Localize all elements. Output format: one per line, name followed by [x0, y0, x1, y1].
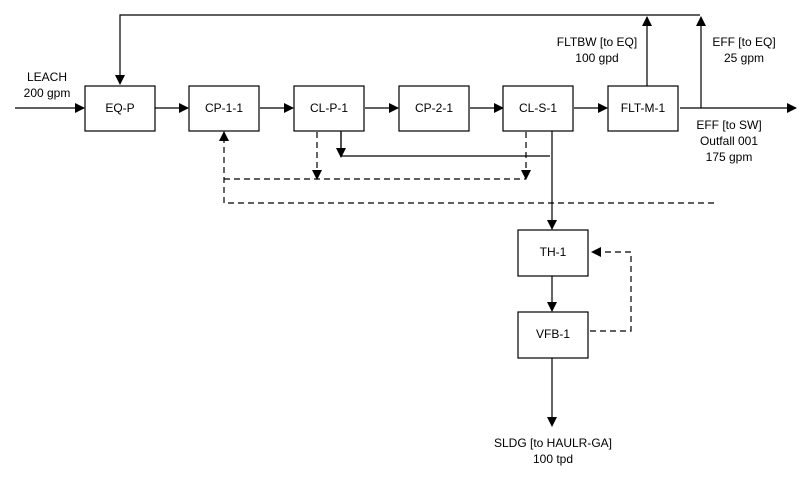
unit-eq-p[interactable]: EQ-P	[84, 85, 156, 132]
unit-vfb-1[interactable]: VFB-1	[517, 311, 589, 359]
unit-cl-s-1[interactable]: CL-S-1	[502, 85, 574, 132]
unit-label: VFB-1	[536, 327, 570, 341]
unit-label: CP-2-1	[415, 101, 453, 115]
svg-text:200 gpm: 200 gpm	[24, 86, 71, 100]
unit-cp-2-1[interactable]: CP-2-1	[398, 85, 470, 132]
unit-label: CL-P-1	[310, 101, 348, 115]
unit-label: CP-1-1	[205, 101, 243, 115]
unit-label: TH-1	[540, 245, 567, 259]
unit-cp-1-1[interactable]: CP-1-1	[188, 85, 260, 132]
svg-text:SLDG [to HAULR-GA]: SLDG [to HAULR-GA]	[494, 436, 612, 450]
recycle-line-to-eq	[115, 14, 700, 85]
svg-text:175 gpm: 175 gpm	[706, 150, 753, 164]
unit-flt-m-1[interactable]: FLT-M-1	[607, 85, 679, 132]
svg-text:100 gpd: 100 gpd	[575, 51, 618, 65]
svg-text:25 gpm: 25 gpm	[724, 51, 764, 65]
unit-label: CL-S-1	[519, 101, 557, 115]
unit-cl-p-1[interactable]: CL-P-1	[293, 85, 365, 132]
stream-label-leach: LEACH 200 gpm	[24, 70, 71, 100]
unit-th-1[interactable]: TH-1	[517, 229, 589, 277]
svg-text:FLTBW [to EQ]: FLTBW [to EQ]	[557, 35, 637, 49]
svg-text:EFF [to SW]: EFF [to SW]	[696, 118, 761, 132]
vfb1-filtrate-return	[590, 247, 632, 332]
svg-text:Outfall 001: Outfall 001	[700, 134, 758, 148]
stream-label-fltbw: FLTBW [to EQ] 100 gpd	[557, 35, 637, 65]
dashed-return-to-cp11	[219, 131, 714, 204]
svg-text:EFF [to EQ]: EFF [to EQ]	[712, 35, 775, 49]
stream-label-eff-to-sw: EFF [to SW] Outfall 001 175 gpm	[696, 118, 761, 164]
sludge-line-to-clp1	[340, 131, 550, 157]
unit-label: EQ-P	[105, 101, 134, 115]
svg-text:100 tpd: 100 tpd	[533, 452, 573, 466]
stream-label-eff-to-eq: EFF [to EQ] 25 gpm	[712, 35, 775, 65]
unit-label: FLT-M-1	[621, 101, 666, 115]
svg-text:LEACH: LEACH	[27, 70, 67, 84]
stream-label-sldg: SLDG [to HAULR-GA] 100 tpd	[494, 436, 612, 466]
